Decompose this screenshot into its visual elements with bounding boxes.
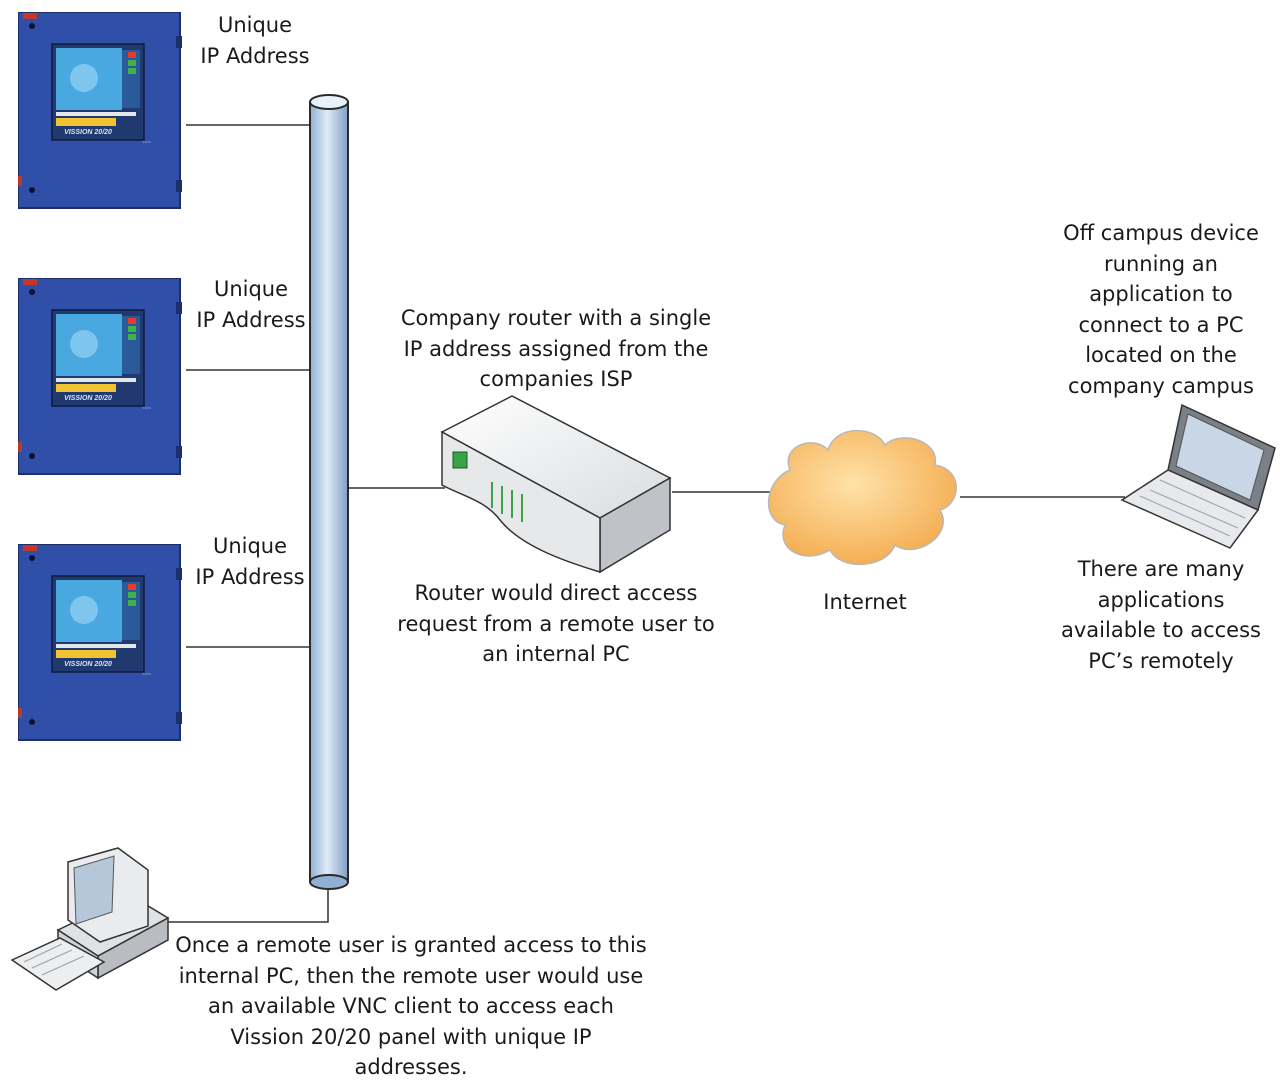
panel-3-label-line: IP Address	[195, 564, 305, 589]
panel-2-label-line: Unique	[213, 277, 289, 301]
pc-note-line: internal PC, then the remote user would …	[178, 963, 644, 988]
router-label: Company router with a single IP address …	[380, 303, 732, 395]
svg-text:~~~: ~~~	[142, 140, 151, 146]
laptop-label-line: located on the	[1085, 343, 1237, 367]
vission-panel-2-icon: VISSION 20/20 ~~~	[18, 278, 182, 475]
laptop-note-line: PC’s remotely	[1088, 648, 1234, 673]
pc-backbone-link	[168, 888, 329, 923]
router-note-line: request from a remote user to	[397, 611, 715, 636]
panel-2-label: Unique IP Address	[176, 274, 326, 335]
pc-note-line: Once a remote user is granted access to …	[175, 933, 647, 957]
router-label-line: companies ISP	[479, 367, 633, 391]
desktop-pc-icon	[10, 847, 170, 991]
laptop-label-line: application to	[1089, 282, 1233, 306]
panel-3-label-line: Unique	[212, 534, 288, 558]
router-label-line: IP address assigned from the	[403, 336, 709, 361]
laptop-note-line: available to access	[1061, 618, 1261, 642]
router-note-line: Router would direct access	[414, 581, 698, 605]
internet-label: Internet	[790, 587, 940, 618]
router-note: Router would direct access request from …	[380, 578, 732, 670]
router-note-line: an internal PC	[482, 642, 630, 666]
pc-note: Once a remote user is granted access to …	[160, 930, 662, 1083]
svg-text:~~~: ~~~	[142, 672, 151, 678]
laptop-label-line: connect to a PC	[1078, 312, 1244, 337]
svg-text:VISSION 20/20: VISSION 20/20	[64, 395, 112, 402]
laptop-note: There are many applications available to…	[1045, 554, 1277, 676]
vission-panel-3-icon: VISSION 20/20 ~~~	[18, 544, 182, 741]
panel-1-label-line: IP Address	[200, 43, 310, 68]
laptop-icon	[1120, 403, 1276, 549]
panel-1-label: Unique IP Address	[180, 10, 330, 71]
panel-1-label-line: Unique	[217, 13, 293, 37]
panel-3-label: Unique IP Address	[175, 531, 325, 592]
vission-panel-1-icon: VISSION 20/20 ~~~	[18, 12, 182, 209]
pc-note-line: an available VNC client to access each	[208, 994, 614, 1018]
laptop-note-line: applications	[1097, 587, 1225, 612]
router-label-line: Company router with a single	[400, 306, 712, 330]
internet-label-text: Internet	[823, 590, 907, 614]
laptop-note-line: There are many	[1077, 557, 1245, 581]
router-icon	[440, 395, 672, 574]
svg-text:VISSION 20/20: VISSION 20/20	[64, 129, 112, 136]
svg-text:~~~: ~~~	[142, 406, 151, 412]
pc-note-line: addresses.	[354, 1055, 468, 1079]
internet-cloud-icon	[768, 429, 957, 566]
svg-text:VISSION 20/20: VISSION 20/20	[64, 661, 112, 668]
laptop-label-line: running an	[1104, 251, 1218, 276]
laptop-label-line: company campus	[1068, 373, 1254, 398]
network-backbone	[309, 94, 349, 890]
panel-2-label-line: IP Address	[196, 307, 306, 332]
laptop-label: Off campus device running an application…	[1045, 218, 1277, 401]
laptop-label-line: Off campus device	[1063, 221, 1259, 245]
pc-note-line: Vission 20/20 panel with unique IP	[230, 1024, 592, 1049]
